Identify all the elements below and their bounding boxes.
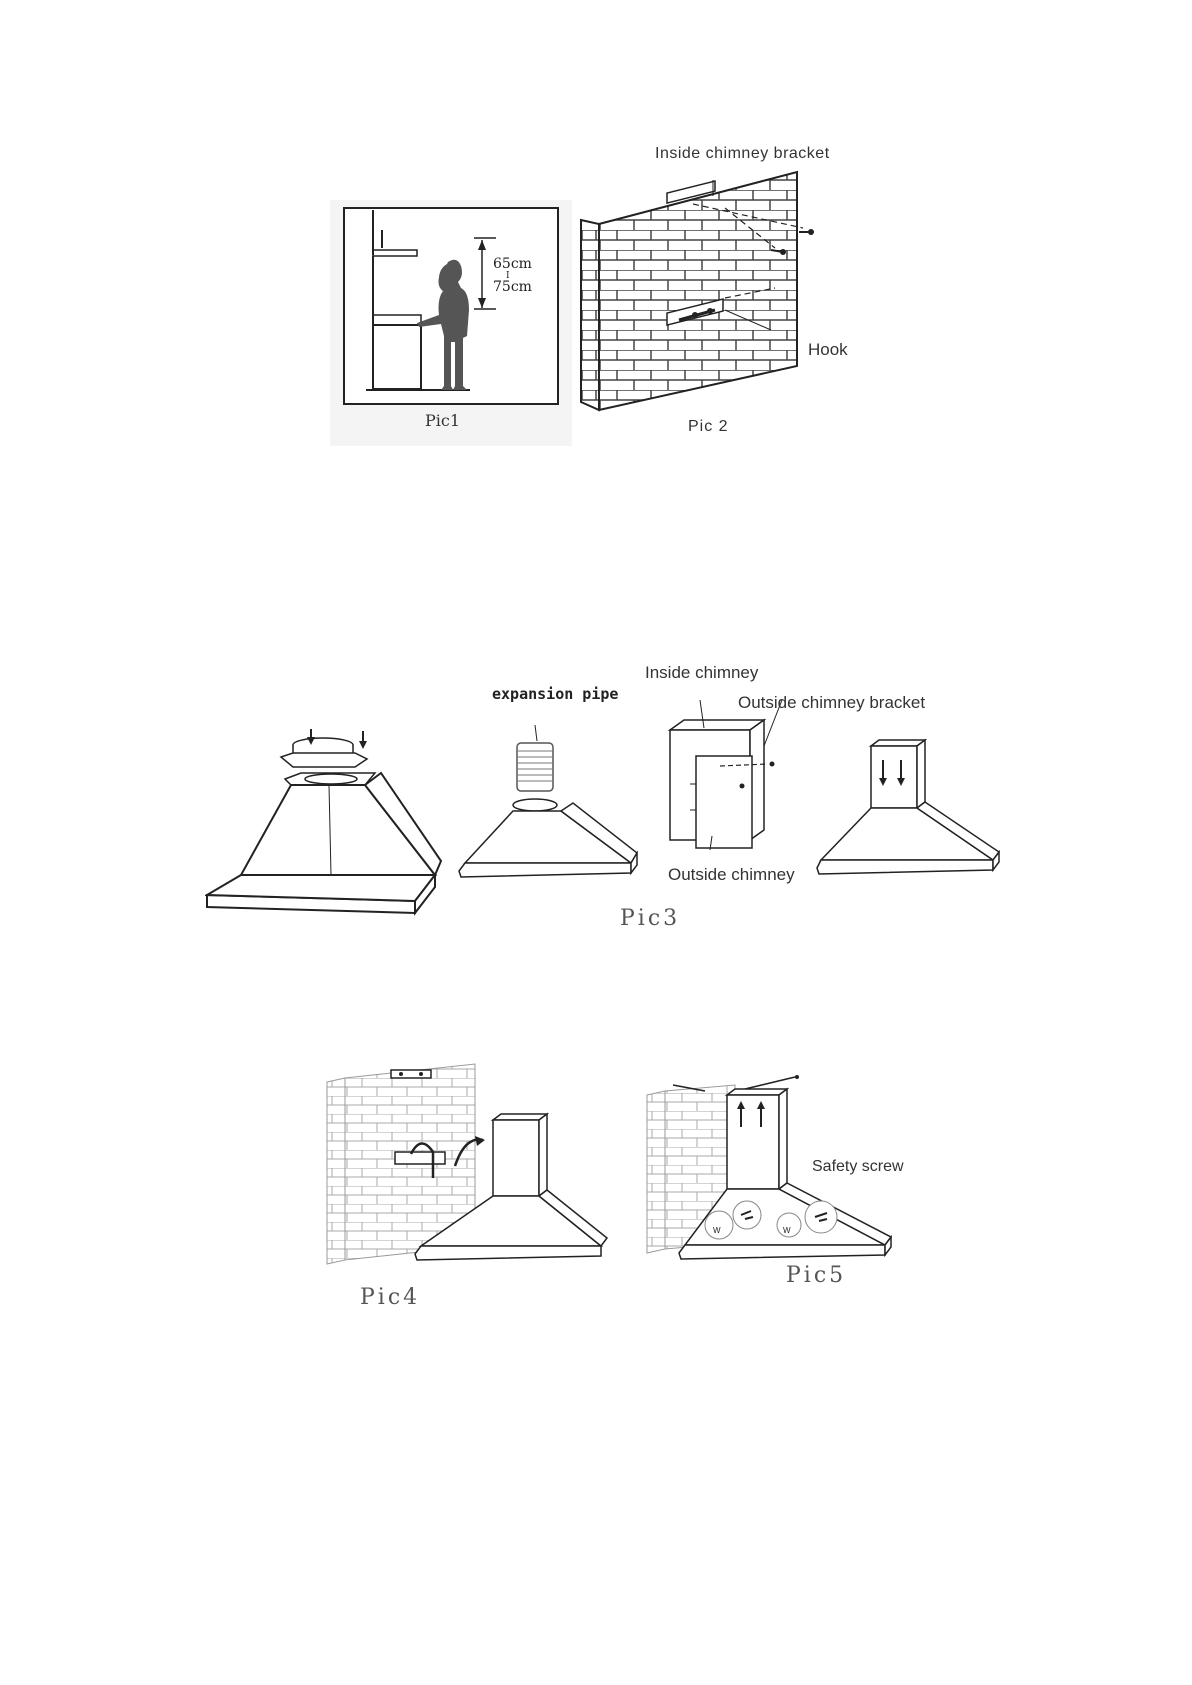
pic3-expansion-drawing [455,725,640,890]
pic3-assembled-figure [815,730,1005,890]
pic3-assembled-drawing [815,730,1005,890]
pic3-expansion-figure [455,725,640,890]
pic1-kitchen-drawing [330,200,572,446]
svg-text:W: W [783,1226,791,1235]
pic3-outside-bracket-label: Outside chimney bracket [738,693,925,713]
pic4-figure [325,1060,610,1280]
svg-text:W: W [713,1226,721,1235]
pic2-hook-label: Hook [808,340,848,360]
pic5-safety-label: Safety screw [812,1158,904,1176]
pic1-height-bottom: 75cm [493,279,532,296]
pic3-chimney-drawing [660,700,800,860]
pic2-caption: Pic 2 [688,418,729,436]
pic3-inside-chimney-label: Inside chimney [645,663,758,683]
pic1-height-top: 65cm [493,256,532,273]
pic3-outside-chimney-label: Outside chimney [668,865,795,885]
pic3-hood-adapter-drawing [205,725,445,925]
pic3-chimney-figure [660,700,800,860]
pic4-drawing [325,1060,610,1280]
pic5-caption: Pic5 [786,1263,846,1288]
pic1-figure [330,200,572,446]
pic3-hood-adapter-figure [205,725,445,925]
pic3-expansion-label: expansion pipe [492,685,618,703]
pic2-wall-drawing [575,170,865,420]
pic3-caption: Pic3 [620,906,680,931]
pic2-figure [575,170,865,420]
pic4-caption: Pic4 [360,1285,420,1310]
pic1-caption: Pic1 [425,411,460,430]
pic2-bracket-label: Inside chimney bracket [655,145,830,163]
